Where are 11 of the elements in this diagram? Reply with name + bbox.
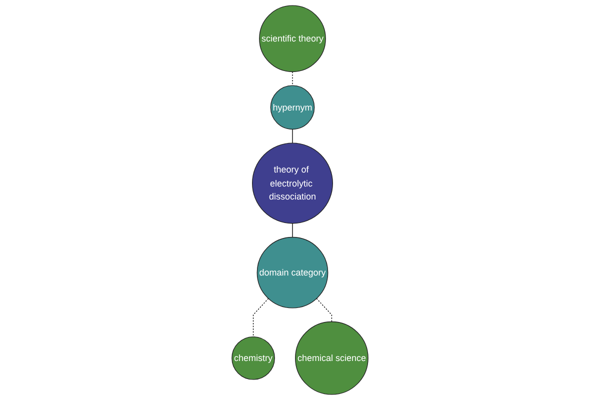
connector xyxy=(292,71,293,86)
connector xyxy=(252,298,269,338)
node-circle: theory of electrolytic dissociation xyxy=(252,142,333,224)
node-circle: scientific theory xyxy=(259,5,326,72)
connector xyxy=(292,223,293,238)
node-circle: chemistry xyxy=(232,336,275,380)
node-circle: chemical science xyxy=(295,321,368,395)
connector xyxy=(316,298,332,322)
node-circle: domain category xyxy=(256,236,328,308)
node-circle: hypernym xyxy=(270,85,315,130)
connector xyxy=(292,128,293,144)
